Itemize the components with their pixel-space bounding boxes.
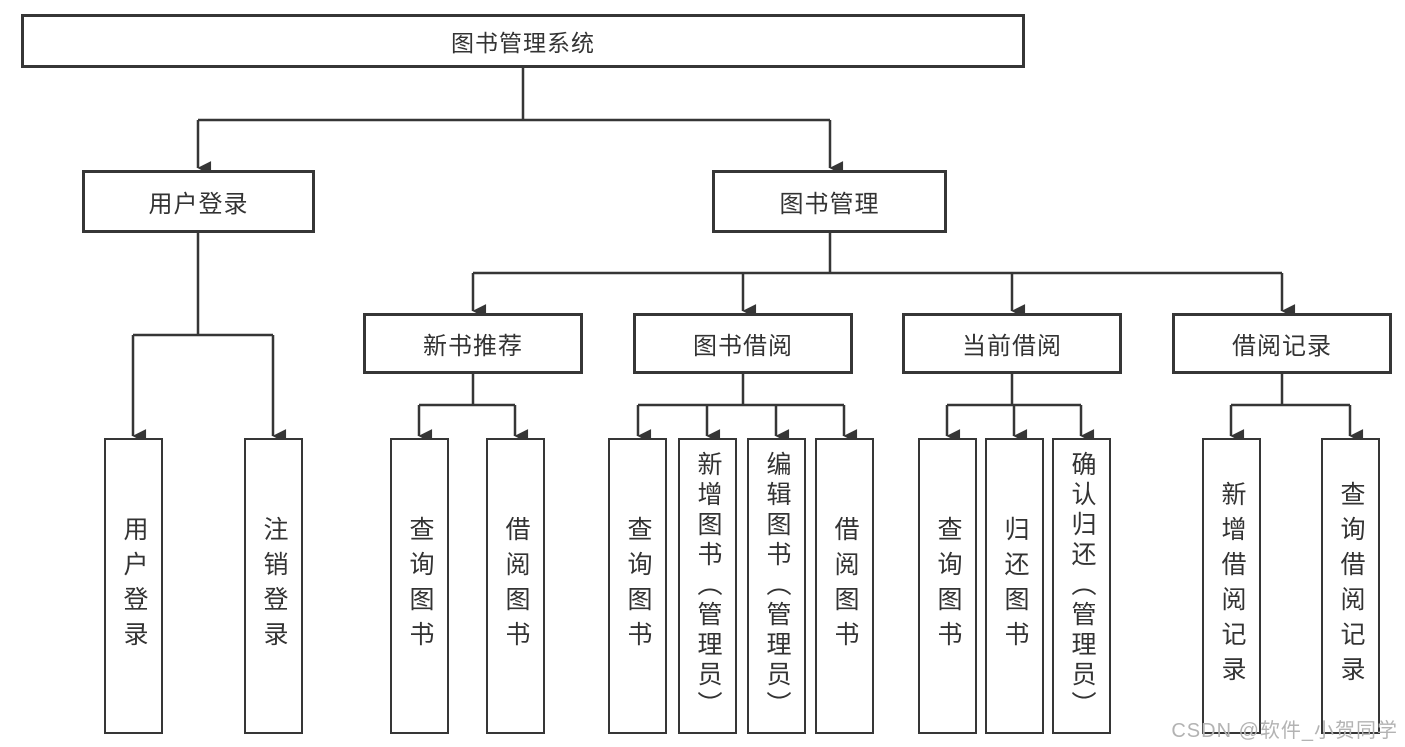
node-label: 图书借阅 — [693, 333, 793, 360]
node-label: 编辑图书（管理员） — [763, 451, 791, 721]
node-label: 归还图书 — [1001, 516, 1029, 656]
connector-root-to-level2 — [198, 68, 830, 122]
leaf-add-borrow-record: 新增借阅记录 — [1202, 438, 1261, 734]
node-label: 用户登录 — [120, 516, 148, 656]
node-new-book-recommendation: 新书推荐 — [363, 313, 583, 374]
connector-borrow-branch — [638, 374, 844, 407]
leaf-borrow-books-recommend: 借阅图书 — [486, 438, 545, 734]
node-user-login: 用户登录 — [82, 170, 315, 233]
leaf-borrow-books: 借阅图书 — [815, 438, 874, 734]
node-borrowing-records: 借阅记录 — [1172, 313, 1392, 374]
node-label: 确认归还（管理员） — [1068, 451, 1096, 721]
leaf-add-books-admin: 新增图书（管理员） — [678, 438, 737, 734]
node-label: 当前借阅 — [962, 333, 1062, 360]
node-label: 新书推荐 — [423, 333, 523, 360]
node-label: 注销登录 — [260, 516, 288, 656]
node-label: 查询图书 — [934, 516, 962, 656]
node-label: 图书管理系统 — [451, 30, 595, 56]
node-current-borrowing: 当前借阅 — [902, 313, 1122, 374]
leaf-logout: 注销登录 — [244, 438, 303, 734]
node-label: 新增借阅记录 — [1218, 481, 1246, 691]
node-label: 查询图书 — [624, 516, 652, 656]
node-label: 借阅图书 — [502, 516, 530, 656]
connector-manage-to-level3 — [473, 233, 1282, 275]
node-label: 查询借阅记录 — [1337, 481, 1365, 691]
leaf-confirm-return-admin: 确认归还（管理员） — [1052, 438, 1111, 734]
leaf-query-books-current: 查询图书 — [918, 438, 977, 734]
leaf-user-login: 用户登录 — [104, 438, 163, 734]
leaf-query-books-recommend: 查询图书 — [390, 438, 449, 734]
node-book-management: 图书管理 — [712, 170, 947, 233]
node-label: 借阅记录 — [1232, 333, 1332, 360]
node-label: 图书管理 — [779, 191, 880, 218]
leaf-return-books: 归还图书 — [985, 438, 1044, 734]
node-label: 新增图书（管理员） — [694, 451, 722, 721]
connector-recommend-branch — [419, 374, 515, 407]
node-library-management-system: 图书管理系统 — [21, 14, 1025, 68]
node-label: 用户登录 — [148, 191, 249, 218]
csdn-watermark: CSDN @软件_小贺同学 — [1171, 720, 1398, 742]
connector-current-branch — [947, 374, 1081, 407]
leaf-edit-books-admin: 编辑图书（管理员） — [747, 438, 806, 734]
node-label: 借阅图书 — [831, 516, 859, 656]
node-label: 查询图书 — [406, 516, 434, 656]
node-book-borrowing: 图书借阅 — [633, 313, 853, 374]
connector-records-branch — [1231, 374, 1350, 407]
leaf-query-borrow-record: 查询借阅记录 — [1321, 438, 1380, 734]
connector-login-branch — [133, 233, 273, 337]
leaf-query-books-borrow: 查询图书 — [608, 438, 667, 734]
